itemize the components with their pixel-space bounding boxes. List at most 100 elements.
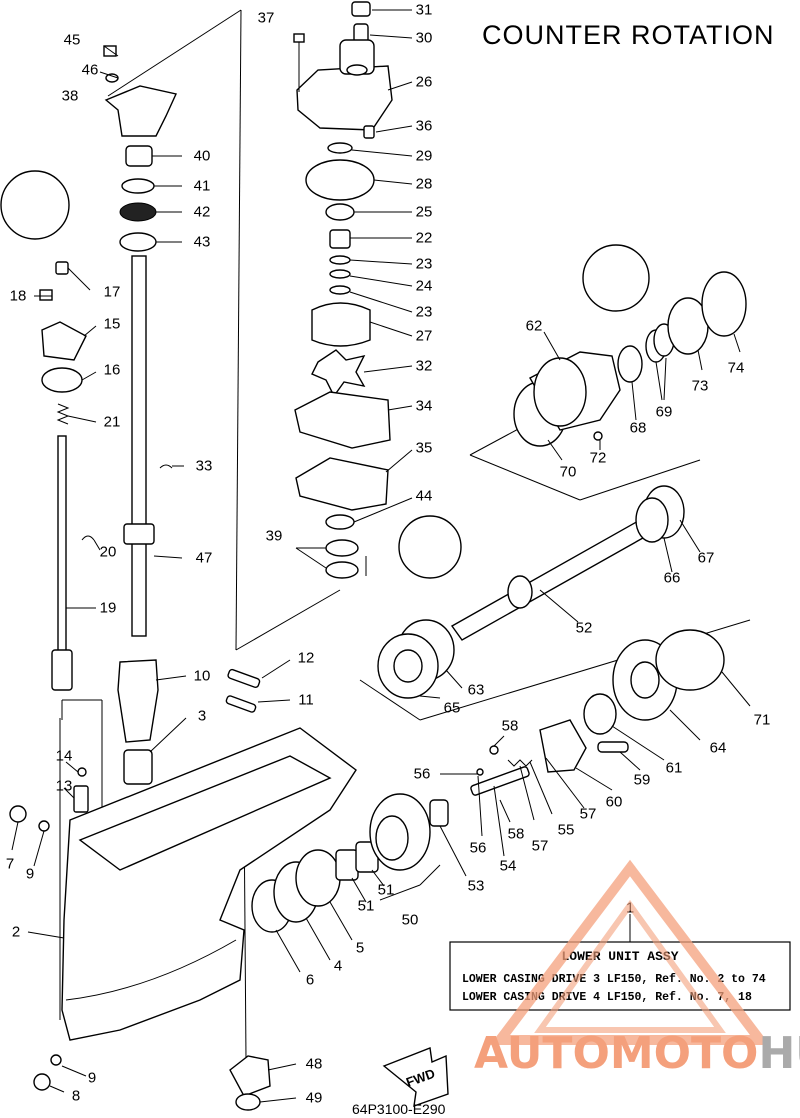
automotohub-watermark: AUTOMOTOHUB [474, 859, 800, 1079]
callout-70: 70 [560, 464, 577, 481]
part-26-pump-housing [296, 65, 393, 131]
callout-41: 41 [194, 178, 211, 195]
part-38-bearing-housing [104, 85, 177, 137]
callout-57a: 57 [580, 806, 597, 823]
part-7-plug [9, 805, 27, 823]
callout-36: 36 [416, 118, 433, 135]
part-11-key [225, 695, 257, 713]
part-15-shift-bracket [41, 321, 87, 361]
part-29-o-ring [327, 142, 353, 154]
part-45-bolt [103, 45, 117, 57]
part-41-washer [121, 178, 155, 194]
callout-22: 22 [416, 230, 433, 247]
part-5-bearing-race [295, 849, 341, 907]
callout-64: 64 [710, 740, 727, 757]
part-18-bolt [39, 289, 53, 301]
part-49-nut [235, 1093, 261, 1111]
callout-72: 72 [590, 450, 607, 467]
callout-60: 60 [606, 794, 623, 811]
part-27-impeller-housing [311, 302, 371, 347]
part-55-spring [507, 759, 533, 767]
part-33-clip [159, 464, 173, 469]
callout-38: 38 [62, 88, 79, 105]
callout-45: 45 [64, 32, 81, 49]
part-53-clutch-pin [429, 799, 449, 827]
callout-65: 65 [444, 700, 461, 717]
callout-10: 10 [194, 668, 211, 685]
part-42-seal [119, 202, 157, 222]
watermark-text-automoto: AUTOMOTO [474, 1028, 758, 1079]
callout-5: 5 [356, 940, 364, 957]
callout-48: 48 [306, 1056, 323, 1073]
callout-58b: 58 [508, 826, 525, 843]
callout-24: 24 [416, 278, 433, 295]
part-22-insert [329, 229, 351, 249]
part-71-shim [655, 629, 725, 691]
callout-59: 59 [634, 772, 651, 789]
callout-42: 42 [194, 204, 211, 221]
callout-8: 8 [72, 1088, 80, 1105]
part-68-bearing [617, 345, 643, 383]
callout-47: 47 [196, 550, 213, 567]
callout-7: 7 [6, 856, 14, 873]
part-28-o-ring [305, 159, 375, 201]
part-16-o-ring [41, 367, 83, 393]
callout-18: 18 [10, 288, 27, 305]
part-2-lower-casing [61, 727, 357, 1041]
part-52-propeller-shaft [450, 519, 652, 641]
parts: FWD [0, 1, 747, 1111]
part-13-nipple [73, 785, 89, 813]
detail-circle-shim [582, 244, 650, 312]
callout-19: 19 [100, 600, 117, 617]
callout-11: 11 [298, 692, 314, 709]
part-34-outer-plate [294, 391, 391, 449]
diagram-title: COUNTER ROTATION [482, 20, 775, 50]
part-72-pin [593, 431, 603, 441]
part-46-washer [105, 73, 119, 83]
part-48-pinion [229, 1055, 271, 1097]
callout-53: 53 [468, 878, 485, 895]
callout-34: 34 [416, 398, 433, 415]
callout-49: 49 [306, 1090, 323, 1107]
part-36-dowel [363, 125, 375, 139]
part-35-gasket [295, 457, 389, 511]
callout-67: 67 [698, 550, 715, 567]
callout-6: 6 [306, 972, 314, 989]
svg-text:AUTOMOTOHUB: AUTOMOTOHUB [474, 1028, 800, 1079]
callout-69: 69 [656, 404, 673, 421]
callout-12: 12 [298, 650, 315, 667]
callout-56a: 56 [414, 766, 431, 783]
callout-15: 15 [104, 316, 121, 333]
callout-57b: 57 [532, 838, 549, 855]
callout-51a: 51 [358, 898, 375, 915]
callout-62: 62 [526, 318, 543, 335]
part-19-shift-rod [57, 435, 67, 677]
callout-39: 39 [266, 528, 283, 545]
callout-16: 16 [104, 362, 121, 379]
callout-37: 37 [258, 10, 275, 27]
part-74-ring-nut [701, 271, 747, 337]
callout-61: 61 [666, 760, 683, 777]
callout-28: 28 [416, 176, 433, 193]
callout-55: 55 [558, 822, 575, 839]
callout-2: 2 [12, 924, 20, 941]
callout-26: 26 [416, 74, 433, 91]
part-17-grommet [55, 261, 69, 275]
callout-4: 4 [334, 958, 342, 975]
part-8-plug [33, 1073, 51, 1091]
part-61-spring-retainer [583, 693, 617, 735]
part-39-seal-b [325, 561, 359, 579]
callout-30: 30 [416, 30, 433, 47]
callout-58a: 58 [502, 718, 519, 735]
part-31-cap [351, 1, 371, 17]
callout-14: 14 [56, 748, 73, 765]
diagram-code: 64P3100-E290 [352, 1101, 446, 1117]
detail-circle-seal-orientation [398, 515, 462, 579]
callout-9b: 9 [88, 1070, 96, 1087]
part-9-gasket-a [38, 820, 50, 832]
callout-32: 32 [416, 358, 433, 375]
callout-17: 17 [104, 284, 121, 301]
callout-9a: 9 [26, 866, 34, 883]
